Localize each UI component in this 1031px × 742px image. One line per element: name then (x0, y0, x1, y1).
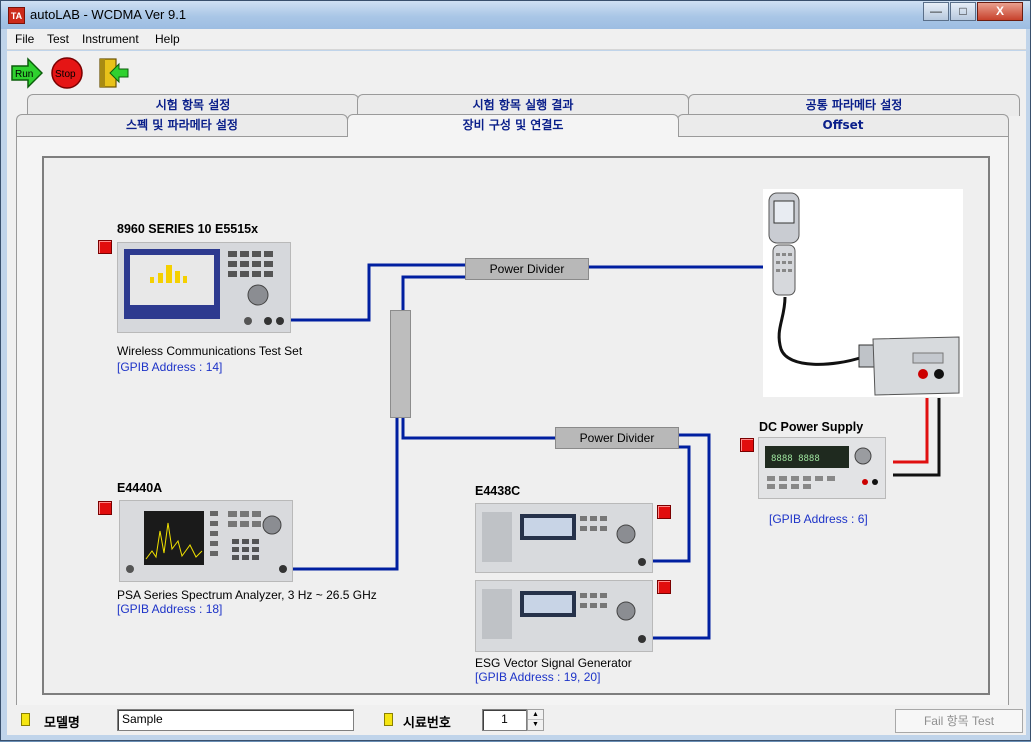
power-divider-2: Power Divider (555, 427, 679, 449)
siggen-description: ESG Vector Signal Generator (475, 656, 632, 670)
tab-spec-parameters[interactable]: 스펙 및 파라메타 설정 (16, 114, 348, 136)
siggen-model: E4438C (475, 484, 521, 498)
analyzer-image (119, 500, 293, 582)
app-icon: TA (8, 7, 25, 24)
analyzer-gpib: [GPIB Address : 18] (117, 602, 223, 616)
window-title: autoLAB - WCDMA Ver 9.1 (30, 7, 187, 22)
cable-testset-divider1 (285, 263, 465, 322)
toolbar: Run Stop (7, 51, 1026, 93)
exit-door-icon (99, 58, 129, 88)
signal-generator-icon (476, 581, 652, 651)
sample-number-input[interactable]: 1 (482, 709, 527, 731)
mobile-phone-image (763, 189, 963, 397)
combiner-block (390, 310, 411, 418)
analyzer-status-led (98, 501, 112, 515)
stop-button[interactable]: Stop (51, 57, 83, 89)
analyzer-model: E4440A (117, 481, 163, 495)
stop-circle-icon: Stop (51, 57, 83, 89)
menu-test[interactable]: Test (47, 32, 70, 46)
tab-offset[interactable]: Offset (677, 114, 1009, 136)
maximize-button[interactable]: □ (950, 2, 976, 21)
exit-button[interactable] (97, 57, 129, 89)
testset-gpib: [GPIB Address : 14] (117, 360, 223, 374)
cable-divider2-sg1 (647, 445, 691, 563)
dc-supply-gpib: [GPIB Address : 6] (769, 512, 868, 526)
dc-power-supply-icon: 8888 8888 (759, 438, 885, 498)
model-status-led (21, 713, 30, 726)
menu-instrument[interactable]: Instrument (82, 32, 139, 46)
menu-help[interactable]: Help (155, 32, 180, 46)
power-divider-1: Power Divider (465, 258, 589, 280)
spinner-up-icon[interactable]: ▲ (528, 710, 543, 720)
signal-generator-icon (476, 504, 652, 572)
tab-test-item-settings[interactable]: 시험 항목 설정 (27, 94, 359, 116)
spectrum-analyzer-front-panel-icon (120, 501, 292, 581)
spinner-down-icon[interactable]: ▼ (532, 721, 539, 728)
menu-bar: File Test Instrument Help (7, 29, 1026, 50)
testset-model: 8960 SERIES 10 E5515x (117, 222, 259, 236)
model-name-input[interactable]: Sample (117, 709, 354, 731)
close-button[interactable]: X (977, 2, 1023, 21)
mobile-phone-icon (768, 192, 960, 396)
tab-test-results[interactable]: 시험 항목 실행 결과 (357, 94, 689, 116)
model-label: 모델명 (44, 716, 80, 731)
cable-dc-black (893, 398, 941, 477)
sample-number-label: 시료번호 (403, 716, 451, 731)
cable-divider1-combiner (401, 275, 465, 310)
stop-label: Stop (55, 69, 76, 80)
dc-supply-image: 8888 8888 (758, 437, 886, 499)
siggen-1-image (475, 503, 653, 573)
title-bar: TA autoLAB - WCDMA Ver 9.1 — □ X (1, 1, 1030, 29)
siggen-gpib: [GPIB Address : 19, 20] (475, 670, 601, 684)
status-bar: 모델명 Sample 시료번호 1 ▲ ▼ Fail 항목 Test (7, 705, 1026, 735)
tab-common-parameters[interactable]: 공통 파라메타 설정 (688, 94, 1020, 116)
testset-front-panel-icon (118, 243, 290, 332)
siggen-1-status-led (657, 505, 671, 519)
cable-combiner-analyzer (285, 418, 399, 571)
fail-item-test-button[interactable]: Fail 항목 Test (895, 709, 1023, 733)
cable-divider2-sg2 (647, 433, 711, 640)
run-button[interactable]: Run (11, 57, 43, 89)
siggen-2-image (475, 580, 653, 652)
testset-status-led (98, 240, 112, 254)
analyzer-description: PSA Series Spectrum Analyzer, 3 Hz ~ 26.… (117, 588, 377, 602)
dc-supply-status-led (740, 438, 754, 452)
dc-supply-model: DC Power Supply (759, 420, 864, 434)
sample-number-spinner[interactable]: ▲ ▼ (527, 709, 544, 731)
menu-file[interactable]: File (15, 32, 35, 46)
svg-text:8888 8888: 8888 8888 (771, 454, 820, 464)
run-label: Run (15, 69, 33, 80)
cable-combiner-divider2 (401, 418, 555, 440)
testset-image (117, 242, 291, 333)
testset-description: Wireless Communications Test Set (117, 344, 303, 358)
run-arrow-icon: Run (11, 57, 43, 89)
minimize-button[interactable]: — (923, 2, 949, 21)
sample-status-led (384, 713, 393, 726)
siggen-2-status-led (657, 580, 671, 594)
tab-equipment-connection[interactable]: 장비 구성 및 연결도 (347, 114, 679, 137)
cable-dc-red (893, 398, 929, 464)
